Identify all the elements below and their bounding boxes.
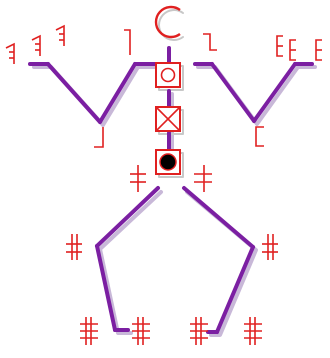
left-ankle-mark <box>80 317 98 345</box>
waist-x-box <box>156 107 180 131</box>
left-knee-mark <box>66 234 82 260</box>
right-shin <box>217 247 253 332</box>
right-thigh <box>184 188 253 247</box>
right-elbow-mark <box>256 127 264 146</box>
right-shoulder-mark <box>203 34 217 50</box>
pelvis-dot-box <box>156 150 180 174</box>
chest-circle <box>156 63 180 87</box>
pelvis-center-dot <box>160 154 176 170</box>
left-elbow-mark <box>94 127 103 147</box>
left-toe-mark <box>132 317 150 345</box>
left-shin <box>97 246 115 330</box>
left-upper-arm <box>100 64 135 122</box>
right-hand-marks <box>277 36 322 60</box>
left-forearm <box>48 64 100 122</box>
right-upper-arm <box>212 64 254 121</box>
left-shoulder-mark <box>124 30 130 55</box>
right-toe-mark <box>190 317 208 345</box>
right-hip-mark <box>194 165 212 192</box>
right-ankle-mark <box>244 317 262 345</box>
right-forearm <box>254 64 295 121</box>
left-thigh <box>97 188 158 246</box>
left-hand-marks <box>6 26 64 64</box>
left-hip-mark <box>130 165 146 192</box>
right-knee-mark <box>262 234 278 260</box>
